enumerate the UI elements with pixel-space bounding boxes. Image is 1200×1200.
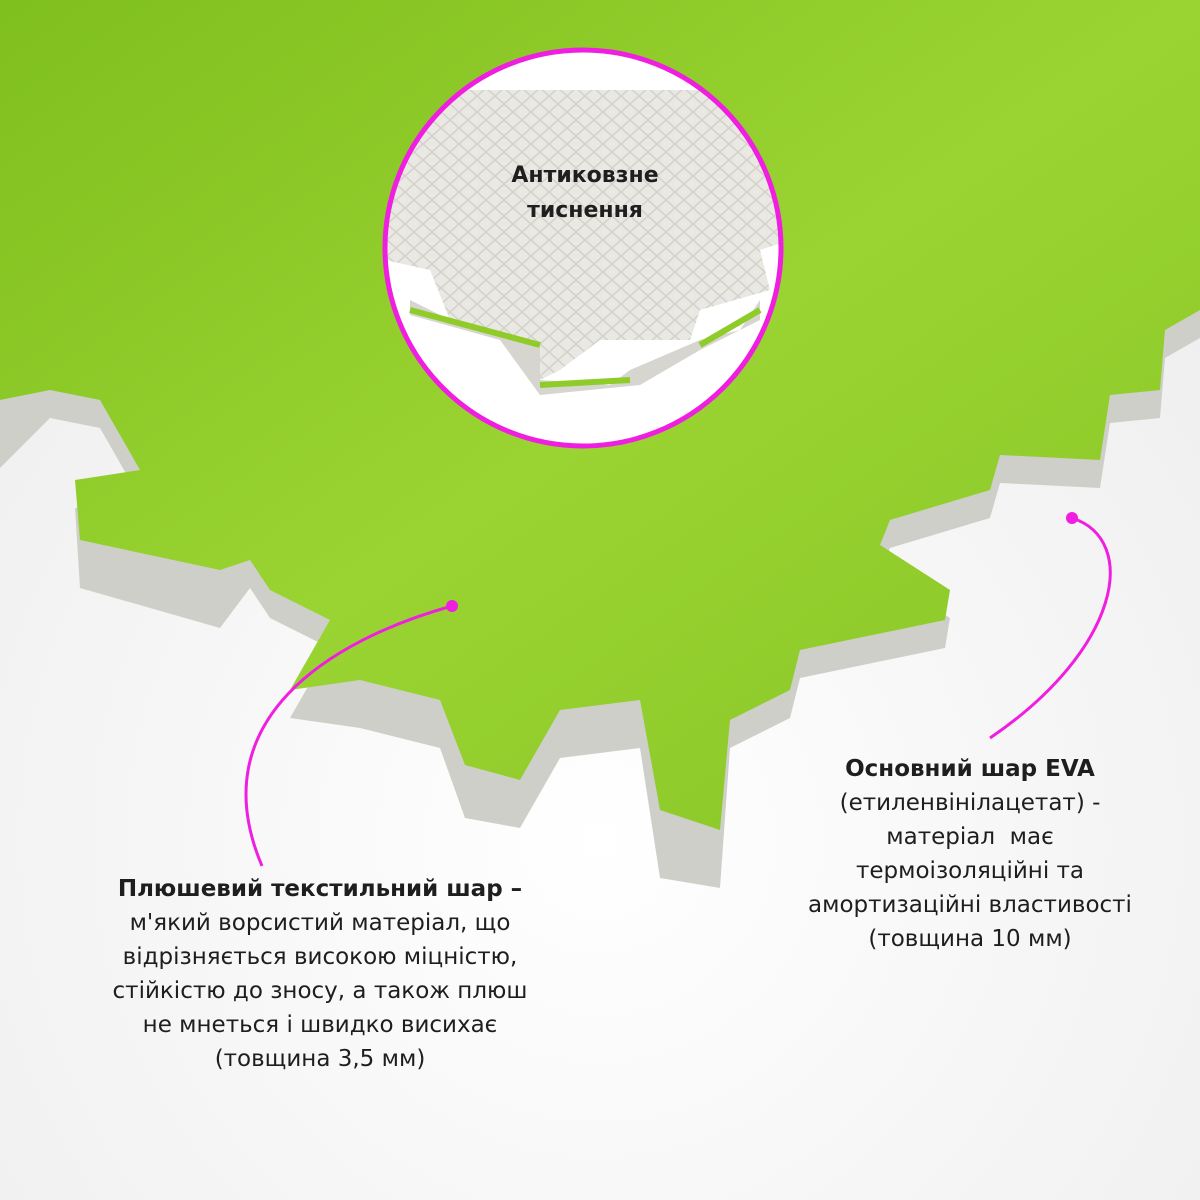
plush-layer-line: м'який ворсистий матеріал, що: [129, 910, 511, 936]
eva-layer-line: (товщина 10 мм): [868, 926, 1072, 952]
plush-marker-dot: [446, 600, 458, 612]
anti-slip-inset: [382, 47, 784, 449]
eva-layer-line: матеріал має: [886, 824, 1054, 850]
eva-layer-line: амортизаційні властивості: [808, 892, 1132, 918]
eva-layer-line: термоізоляційні та: [855, 858, 1085, 884]
anti-slip-label: Антиковзне тиснення: [440, 158, 730, 228]
plush-layer-callout: Плюшевий текстильний шар – м'який ворсис…: [60, 872, 580, 1076]
callout-lines: [244, 516, 1112, 867]
plush-layer-line: (товщина 3,5 мм): [214, 1046, 426, 1072]
plush-layer-line: не мнеться і швидко висихає: [142, 1012, 498, 1038]
eva-layer-callout: Основний шар EVA (етиленвінілацетат) - м…: [770, 752, 1170, 956]
eva-layer-title: Основний шар EVA: [845, 756, 1095, 782]
plush-layer-line: стійкістю до зносу, а також плюш: [112, 978, 528, 1004]
eva-layer-line: (етиленвінілацетат) -: [839, 790, 1101, 816]
inset-title-line: Антиковзне: [511, 163, 659, 188]
plush-layer-line: відрізняється високою міцністю,: [122, 944, 518, 970]
eva-marker-dot: [1066, 512, 1078, 524]
inset-title-line: тиснення: [527, 198, 643, 223]
plush-layer-title: Плюшевий текстильний шар –: [117, 876, 523, 902]
